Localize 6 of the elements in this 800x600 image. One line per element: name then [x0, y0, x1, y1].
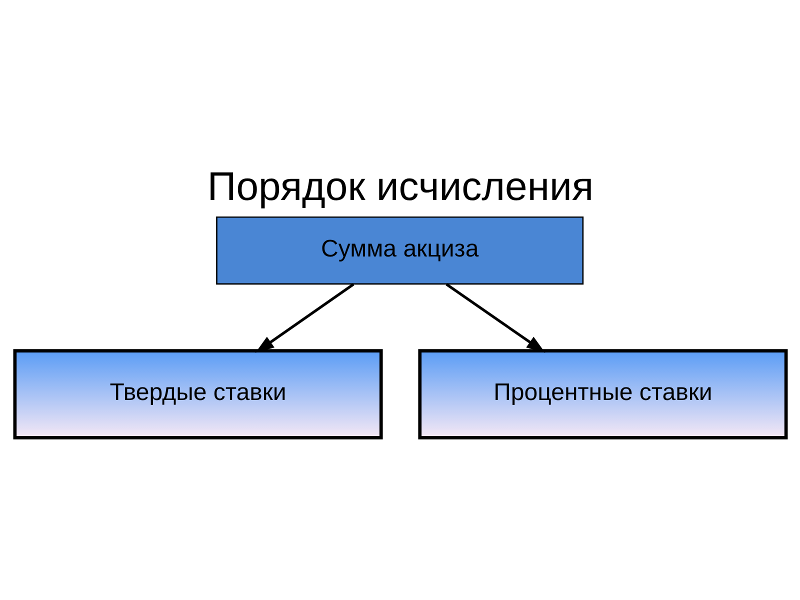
diagram-title: Порядок исчисления: [206, 164, 594, 209]
node-box: Сумма акциза: [216, 216, 584, 285]
node-box: Процентные ставки: [418, 349, 788, 440]
arrow: [254, 283, 354, 353]
arrow: [445, 283, 545, 353]
node-box: Твердые ставки: [12, 349, 382, 440]
